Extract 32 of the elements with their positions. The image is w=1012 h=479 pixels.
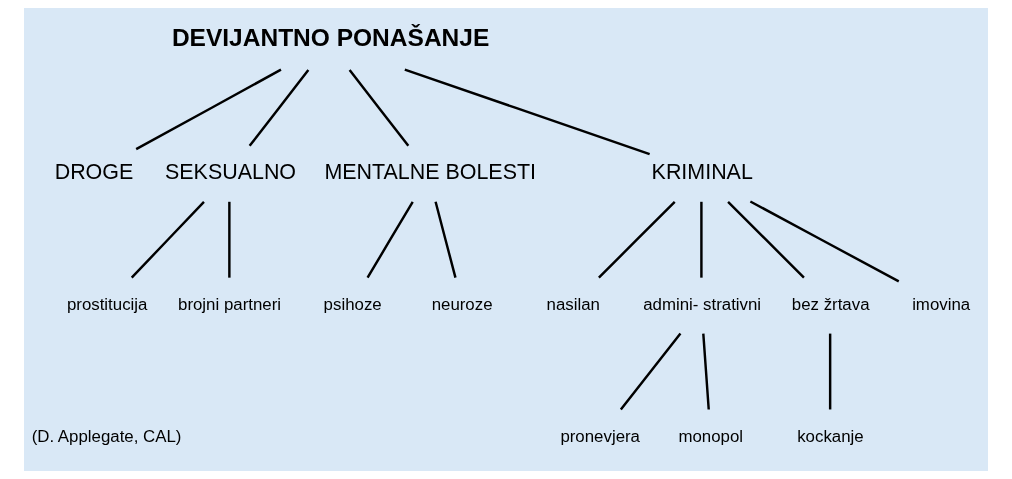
- connector: [228, 201, 231, 278]
- connector: [598, 200, 676, 279]
- connector: [727, 200, 805, 279]
- node-text: kockanje: [797, 426, 864, 446]
- connector: [702, 333, 710, 410]
- connector: [619, 332, 682, 411]
- node-text: admini- strativni: [643, 294, 762, 314]
- connector: [366, 201, 414, 279]
- node-text: SEKSUALNO: [165, 160, 297, 185]
- node-text: psihoze: [323, 294, 382, 314]
- node-text: bez žrtava: [791, 294, 870, 314]
- node-text: DROGE: [54, 160, 134, 185]
- connector: [404, 68, 651, 156]
- node-text: neuroze: [431, 294, 493, 314]
- connector: [749, 200, 900, 283]
- connector: [130, 200, 205, 279]
- node-text: DEVIJANTNO PONAŠANJE: [171, 24, 490, 52]
- node-text: MENTALNE BOLESTI: [324, 160, 537, 185]
- connector: [348, 69, 410, 147]
- node-text: brojni partneri: [178, 294, 282, 314]
- node-text: imovina: [912, 294, 971, 314]
- node-text: prostitucija: [66, 294, 148, 314]
- connector: [700, 201, 703, 278]
- node-text: monopol: [678, 426, 744, 446]
- node-text: pronevjera: [560, 426, 640, 446]
- connector: [828, 333, 832, 410]
- connector: [135, 68, 282, 151]
- connector: [434, 201, 457, 278]
- node-text: KRIMINAL: [651, 160, 753, 185]
- connector: [248, 69, 310, 147]
- node-text: nasilan: [546, 294, 600, 314]
- label: (D. Applegate, CAL): [31, 426, 182, 446]
